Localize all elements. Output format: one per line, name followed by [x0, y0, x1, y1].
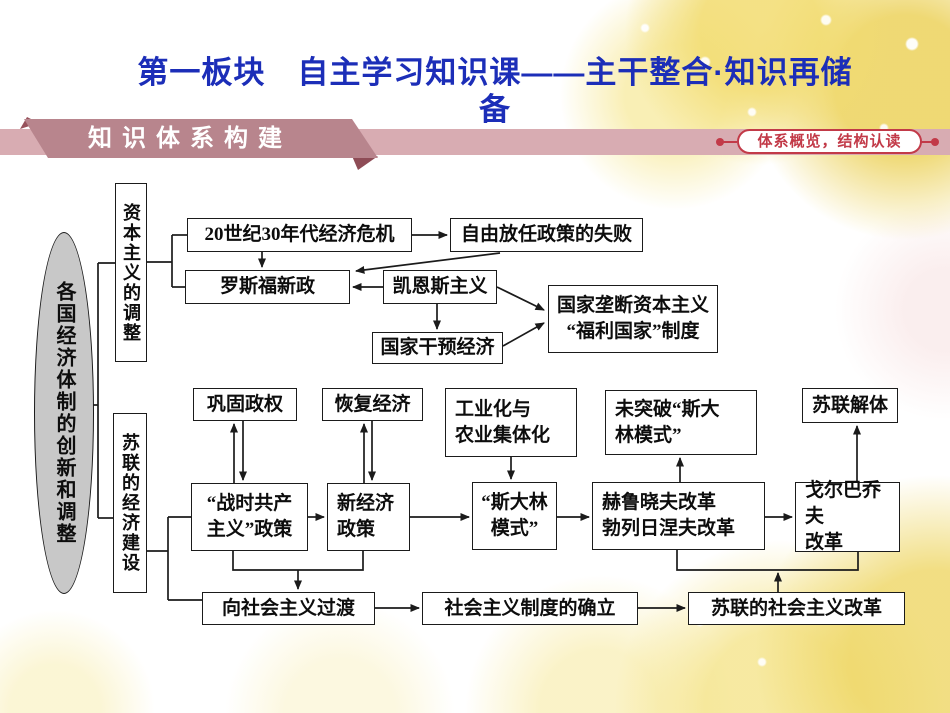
node-branch-soviet: 苏联的经济建设	[113, 413, 147, 593]
node-industrialization-line1: 工业化与	[455, 398, 532, 420]
page-title-line2: 备	[479, 92, 511, 127]
node-new-deal: 罗斯福新政	[185, 270, 350, 304]
tag-dot-right	[931, 138, 939, 146]
node-stalin-model-line1: “斯大林	[481, 492, 548, 513]
node-state-monopoly-welfare: 国家垄断资本主义 “福利国家”制度	[548, 285, 718, 353]
node-not-break-line1: 未突破“斯大	[615, 398, 720, 420]
page-title-line1: 第一板块 自主学习知识课——主干整合·知识再储	[137, 55, 853, 90]
node-state-monopoly-welfare-line2: “福利国家”制度	[566, 321, 700, 342]
node-not-break-line2: 林模式”	[615, 424, 682, 446]
node-ussr-collapse: 苏联解体	[802, 388, 898, 423]
node-war-communism-line1: “战时共产	[206, 493, 293, 514]
node-gorbachev-line1: 戈尔巴乔夫	[805, 480, 882, 527]
tag-dot-left	[716, 138, 724, 146]
node-nep-line1: 新经济	[337, 493, 395, 514]
node-consolidate-power: 巩固政权	[193, 388, 297, 421]
node-state-monopoly-welfare-line1: 国家垄断资本主义	[556, 295, 709, 316]
node-new-economic-policy: 新经济 政策	[327, 483, 410, 551]
node-root: 各国经济体制的创新和调整	[34, 232, 94, 594]
node-stalin-model-line2: 模式”	[490, 518, 539, 539]
node-transition-to-socialism: 向社会主义过渡	[202, 592, 375, 625]
node-laissez-faire-failure: 自由放任政策的失败	[450, 218, 643, 252]
node-industrialization-line2: 农业集体化	[455, 424, 551, 446]
page-title: 第一板块 自主学习知识课——主干整合·知识再储 备	[95, 54, 895, 128]
node-war-communism-line2: 主义”政策	[206, 519, 293, 540]
node-khrushchev-brezhnev-reform: 赫鲁晓夫改革 勃列日涅夫改革	[592, 482, 765, 550]
node-not-break-stalin-model: 未突破“斯大 林模式”	[605, 390, 757, 455]
node-stalin-model: “斯大林 模式”	[472, 482, 557, 550]
banner-tag: 体系概览，结构认读	[737, 129, 922, 154]
node-branch-capitalism: 资本主义的调整	[115, 183, 147, 362]
node-gorbachev-line2: 改革	[805, 532, 844, 553]
node-socialist-system-established: 社会主义制度的确立	[422, 592, 638, 625]
node-industrialization: 工业化与 农业集体化	[445, 388, 577, 457]
node-restore-economy: 恢复经济	[322, 388, 423, 421]
tag-line-right	[921, 141, 932, 143]
node-economic-crisis: 20世纪30年代经济危机	[187, 218, 412, 252]
node-state-intervention: 国家干预经济	[372, 332, 503, 364]
section-banner: 知识体系构建	[24, 119, 378, 158]
node-gorbachev-reform: 戈尔巴乔夫 改革	[795, 480, 900, 553]
node-war-communism: “战时共产 主义”政策	[191, 483, 308, 551]
node-keynesianism: 凯恩斯主义	[383, 270, 497, 304]
node-nep-line2: 政策	[337, 519, 376, 540]
node-khrushchev-line1: 赫鲁晓夫改革	[602, 492, 717, 513]
node-soviet-socialist-reform: 苏联的社会主义改革	[688, 592, 905, 625]
tag-line-left	[723, 141, 737, 143]
node-khrushchev-line2: 勃列日涅夫改革	[602, 518, 736, 539]
